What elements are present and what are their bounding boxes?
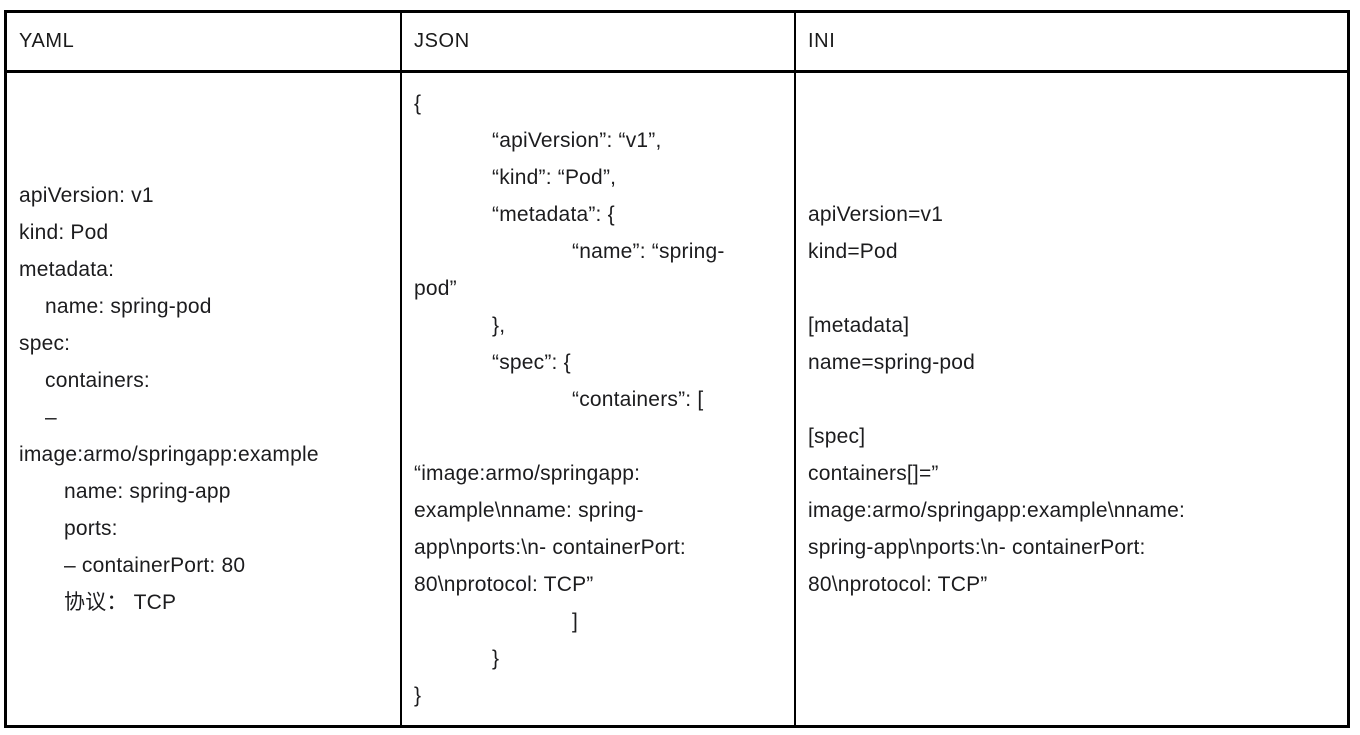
code-line: “image:armo/springapp:: [414, 461, 641, 485]
code-line: app\nports:\n- containerPort:: [414, 535, 686, 559]
code-line: containers:: [45, 369, 150, 392]
code-line: }: [492, 646, 500, 670]
header-cell-ini: INI: [808, 30, 836, 52]
code-line: [metadata]: [808, 313, 910, 337]
code-line: “spec”: {: [492, 350, 571, 374]
code-line: [808, 381, 1341, 418]
code-line: },: [492, 313, 506, 337]
code-line: [808, 270, 1341, 307]
code-line: containers[]=”: [808, 461, 939, 485]
code-line: [414, 418, 788, 455]
code-line: name=spring-pod: [808, 350, 976, 374]
code-line: metadata:: [19, 258, 115, 281]
format-comparison-table: YAML JSON INI apiVersion: v1 kind: Pod met…: [4, 10, 1350, 728]
code-line: spring-app\nports:\n- containerPort:: [808, 535, 1146, 559]
code-line: kind: Pod: [19, 221, 109, 244]
yaml-code-cell: apiVersion: v1 kind: Pod metadata: name: sp…: [7, 73, 402, 725]
code-line: “metadata”: {: [492, 202, 615, 226]
code-line: name: spring-pod: [45, 295, 212, 318]
code-line: 80\nprotocol: TCP”: [414, 572, 594, 596]
code-line: spec:: [19, 332, 71, 355]
code-line: ]: [572, 609, 579, 633]
code-line: apiVersion=v1: [808, 202, 944, 226]
code-line: 80\nprotocol: TCP”: [808, 572, 988, 596]
header-cell-json: JSON: [402, 13, 796, 70]
code-line: }: [414, 683, 422, 707]
code-line: – containerPort: 80: [64, 554, 246, 577]
code-line: –: [45, 406, 57, 429]
ini-code-cell: apiVersion=v1 kind=Pod [metadata] name=spri…: [796, 73, 1347, 725]
code-line: “apiVersion”: “v1”,: [492, 128, 662, 152]
table-header-row: YAML JSON INI: [7, 13, 1347, 73]
code-line: {: [414, 91, 422, 115]
code-line: pod”: [414, 276, 457, 300]
code-line: 协议： TCP: [64, 591, 177, 614]
table-body-row: apiVersion: v1 kind: Pod metadata: name: sp…: [7, 73, 1347, 725]
code-line: example\nname: spring-: [414, 498, 644, 522]
code-line: “kind”: “Pod”,: [492, 165, 617, 189]
code-line: ports:: [64, 517, 118, 540]
code-line: “name”: “spring-: [572, 239, 725, 263]
code-line: image:armo/springapp:example\nname:: [808, 498, 1186, 522]
code-line: [spec]: [808, 424, 866, 448]
header-cell-yaml: YAML: [7, 13, 402, 70]
code-line: image:armo/springapp:example: [19, 443, 319, 466]
code-line: name: spring-app: [64, 480, 231, 503]
code-line: kind=Pod: [808, 239, 898, 263]
code-line: apiVersion: v1: [19, 184, 154, 207]
code-line: “containers”: [: [572, 387, 704, 411]
json-code-cell: { “apiVersion”: “v1”, “kind”: “Pod”, “metad…: [402, 73, 796, 725]
